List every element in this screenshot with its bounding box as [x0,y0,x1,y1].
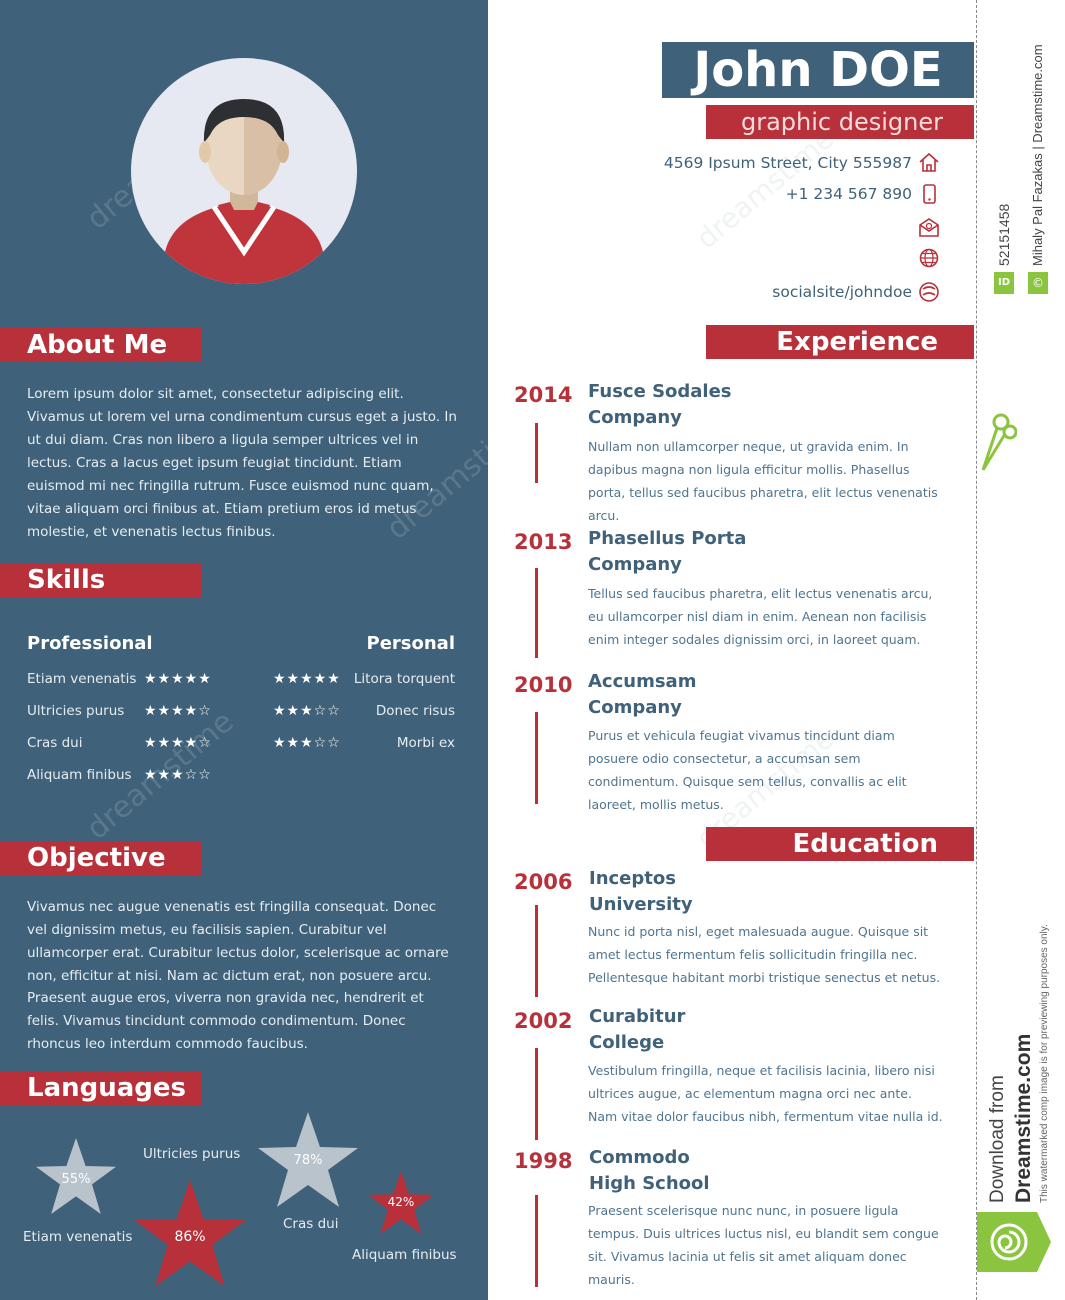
about-title: About Me [0,328,202,362]
skill-rating-stars: ★★★★☆ [144,703,212,719]
education-school: University [589,894,693,915]
skill-rating-stars: ★★★☆☆ [273,703,341,719]
experience-year: 2010 [514,673,573,697]
skill-name: Aliquam finibus [27,767,132,783]
skill-rating-stars: ★★★★★ [144,671,212,687]
candidate-role: graphic designer [741,108,943,136]
stock-id-number: 52151458 [996,203,1012,266]
id-badge: ID [994,272,1014,294]
stock-download-from: Download from [987,1075,1008,1203]
about-text: Lorem ipsum dolor sit amet, consectetur … [27,386,457,540]
skill-name: Morbi ex [396,735,455,751]
objective-title: Objective [0,841,202,875]
education-school: High School [589,1173,710,1194]
copyright-badge: © [1028,272,1048,294]
language-star [134,1180,246,1286]
education-school: Curabitur [589,1006,686,1027]
stock-watermark-strip [976,0,1065,1300]
skill-name: Cras dui [27,735,83,751]
skill-rating-stars: ★★★★★ [273,671,341,687]
objective-text: Vivamus nec augue venenatis est fringill… [27,899,449,984]
mobile-phone-icon [923,184,936,204]
experience-position: Company [588,697,682,718]
stock-credit: Mihaly Pal Fazakas | Dreamstime.com [1030,44,1045,266]
name-plate [662,42,974,98]
education-year: 2006 [514,870,573,894]
globe-icon [919,248,939,268]
timeline-line [535,568,538,658]
language-star [36,1138,116,1214]
timeline-line [535,1048,538,1140]
experience-description: Purus et vehicula feugiat vivamus tincid… [588,728,907,812]
dreamstime-logo-icon [977,1212,1051,1272]
language-percent: 86% [174,1229,206,1245]
experience-position: Fusce Sodales [588,381,732,402]
experience-position: Company [588,407,682,428]
scissors-icon [981,413,1017,471]
skill-rating-stars: ★★★☆☆ [144,767,212,783]
home-icon [919,152,939,172]
education-school: Commodo [589,1147,690,1168]
experience-position: Phasellus Porta [588,528,747,549]
email-icon [919,218,939,237]
language-name: Etiam venenatis [23,1229,133,1245]
language-name: Cras dui [283,1216,339,1232]
skills-title: Skills [0,563,202,597]
education-description: Praesent scelerisque nunc nunc, in posue… [588,1203,939,1287]
language-name: Aliquam finibus [352,1247,457,1263]
timeline-line [535,423,538,483]
experience-title: Experience [706,325,974,359]
contact-address: 4569 Ipsum Street, City 555987 [663,154,912,172]
contact-social: socialsite/johndoe [772,283,912,301]
social-icon [919,282,939,302]
skills-professional-heading: Professional [27,633,153,654]
language-percent: 55% [61,1172,91,1187]
skill-rating-stars: ★★★☆☆ [273,735,341,751]
education-school: Inceptos [589,868,676,889]
skill-rating-stars: ★★★★☆ [144,735,212,751]
education-description: Vestibulum fringilla, neque et facilisis… [588,1063,943,1124]
languages-title: Languages [0,1071,202,1105]
candidate-name: John DOE [693,42,943,98]
timeline-line [535,712,538,804]
stock-brand: Dreamstime.com [1012,1033,1035,1203]
education-title: Education [706,827,974,861]
skill-name: Ultricies purus [27,703,125,719]
language-percent: 42% [387,1195,415,1209]
skill-name: Etiam venenatis [27,671,137,687]
stock-disclaimer: This watermarked comp image is for previ… [1039,924,1050,1203]
education-school: College [589,1032,665,1053]
skill-name: Litora torquent [353,671,455,687]
language-name: Ultricies purus [143,1146,241,1162]
experience-position: Company [588,554,682,575]
experience-year: 2014 [514,383,573,407]
skills-personal-heading: Personal [366,633,456,654]
contact-phone: +1 234 567 890 [785,185,912,203]
avatar [131,58,357,284]
education-year: 2002 [514,1009,573,1033]
language-star [368,1171,434,1234]
experience-description: Nullam non ullamcorper neque, ut gravida… [588,439,938,523]
objective-text: Praesent augue eros, viverra non gravida… [27,990,424,1052]
skill-name: Donec risus [375,703,455,719]
language-star [258,1112,358,1207]
timeline-line [535,905,538,997]
language-percent: 78% [293,1153,323,1168]
education-year: 1998 [514,1149,573,1173]
experience-description: Tellus sed faucibus pharetra, elit lectu… [588,586,933,647]
timeline-line [535,1195,538,1287]
role-plate [706,105,974,139]
experience-position: Accumsam [588,671,697,692]
education-description: Nunc id porta nisl, eget malesuada augue… [588,924,941,985]
experience-year: 2013 [514,530,573,554]
